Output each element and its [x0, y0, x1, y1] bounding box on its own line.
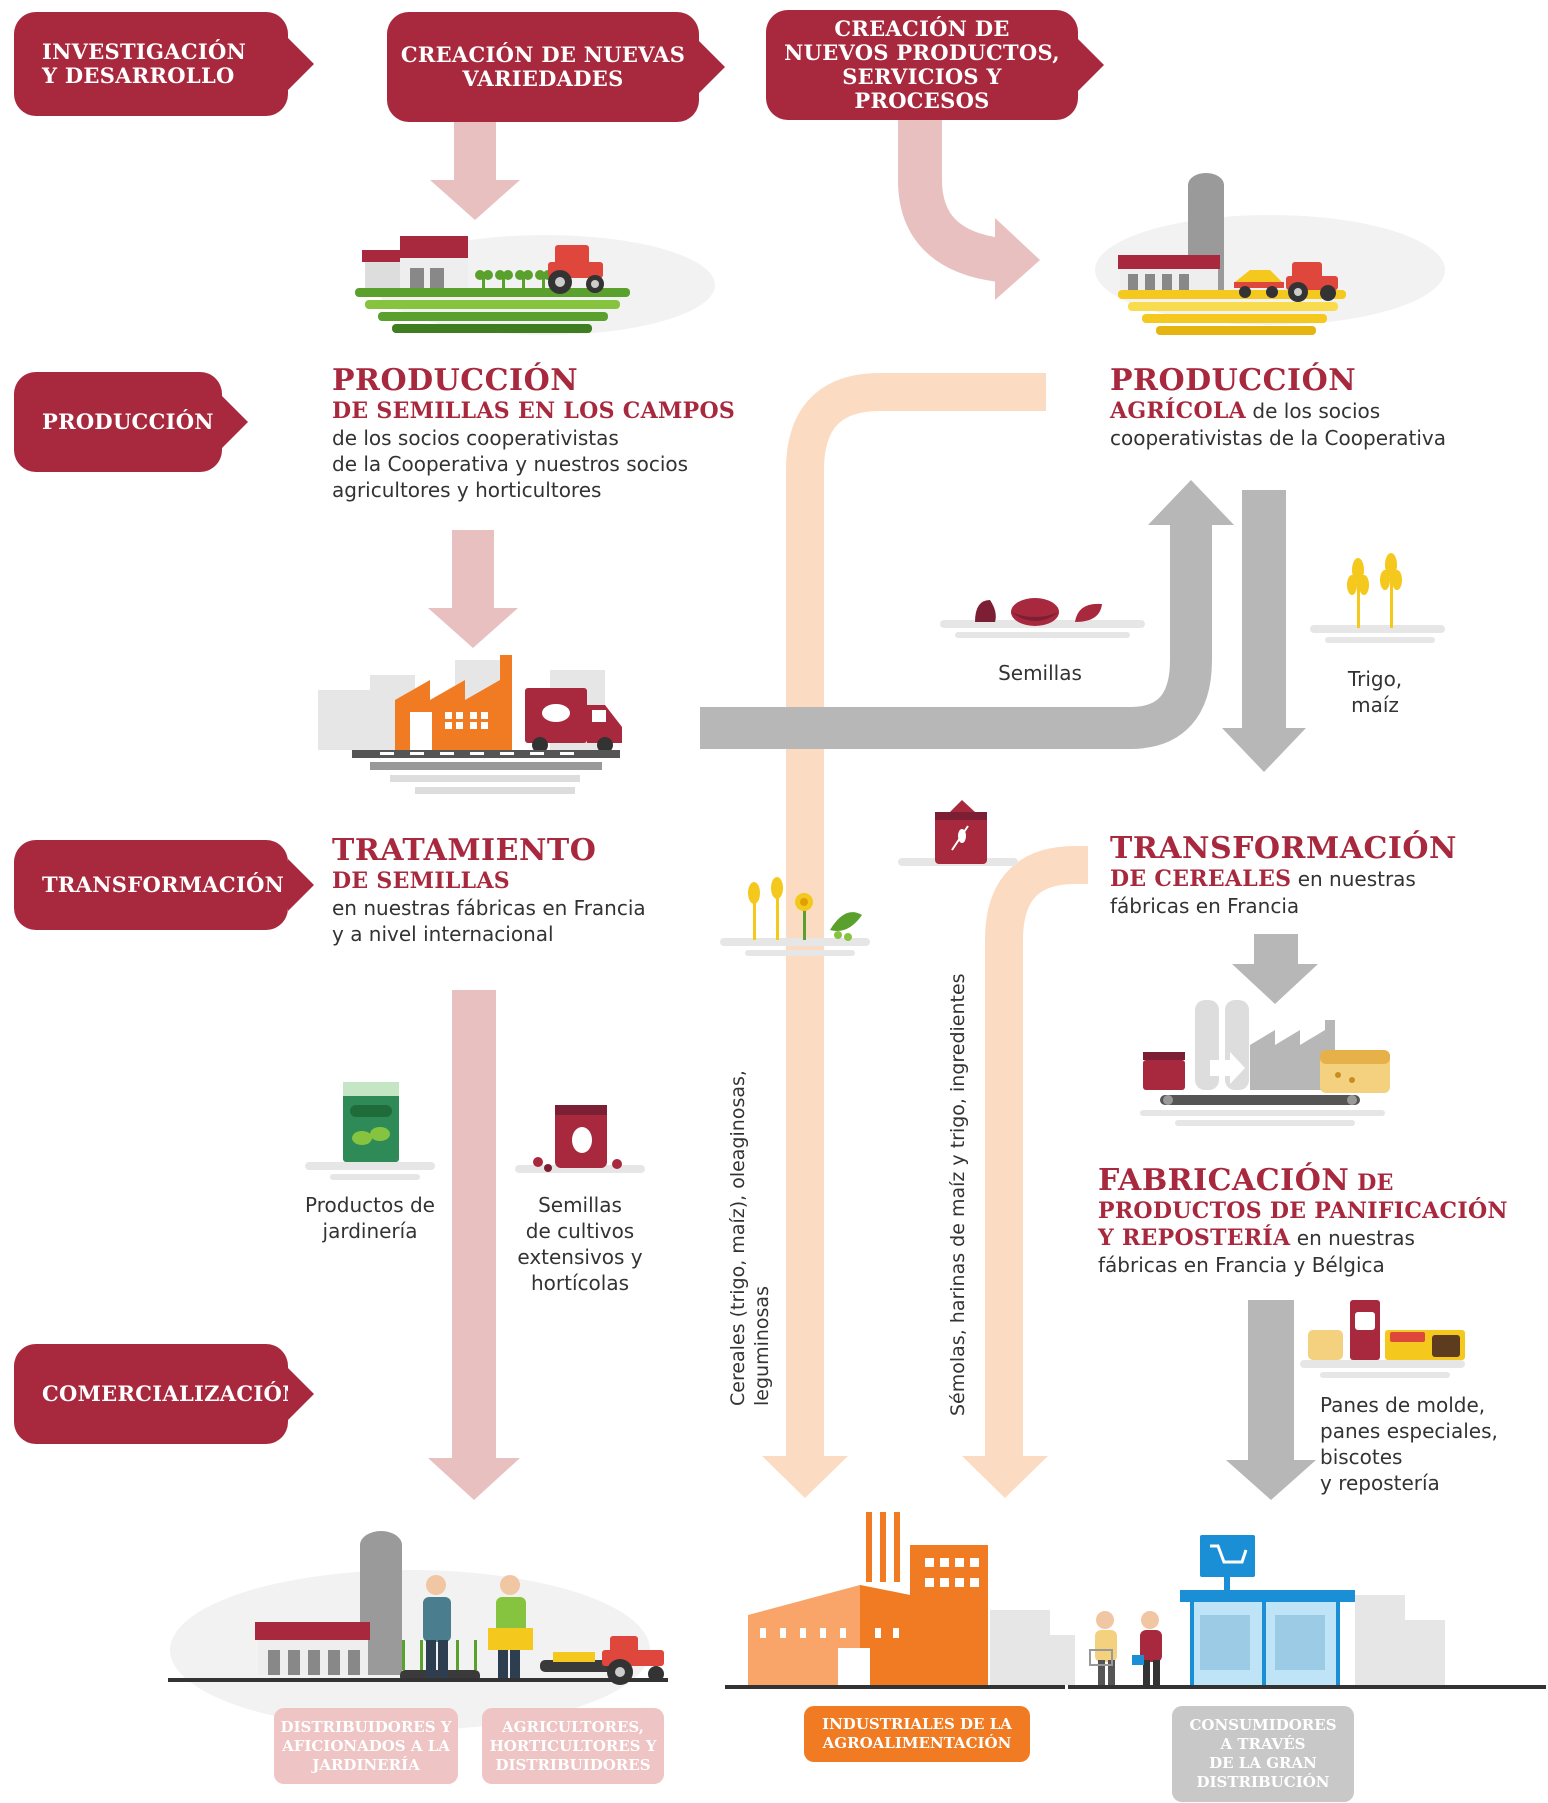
stage-commercialization: COMERCIALIZACIÓN: [14, 1344, 314, 1444]
stage-new-varieties: CREACIÓN DE NUEVAS VARIEDADES: [387, 12, 725, 122]
pink-arrow-2: [428, 530, 518, 648]
stage-research: INVESTIGACIÓN Y DESARROLLO: [14, 12, 314, 116]
seed-factory-illustration: [318, 655, 622, 794]
seed-farm-illustration: [355, 235, 715, 335]
bakery-title-suffix: DE: [1349, 1170, 1394, 1196]
peach-flour-arrow: [985, 846, 1088, 1460]
gray-up-head: [1148, 480, 1234, 525]
agri-production-subtitle: AGRÍCOLA: [1110, 398, 1247, 424]
bakery-subtitle-2: Y REPOSTERÍA: [1098, 1225, 1291, 1251]
cereal-transformation-subtitle: DE CEREALES: [1110, 866, 1292, 892]
bakery-products-illustration: [1300, 1300, 1465, 1378]
cereal-factory-illustration: [1140, 1000, 1390, 1126]
garden-distributors-box: DISTRIBUIDORES Y AFICIONADOS A LA JARDIN…: [274, 1708, 458, 1784]
seed-production-subtitle: DE SEMILLAS EN LOS CAMPOS: [332, 398, 736, 424]
seeds-label: Semillas: [998, 661, 1082, 685]
crop-seeds-label: Semillas de cultivos extensivos y hortíc…: [517, 1193, 643, 1295]
agri-farm-illustration: [1095, 173, 1445, 335]
gray-down-arrow-2: [1232, 934, 1318, 1004]
distributors-scene-illustration: [168, 1531, 668, 1730]
seed-treatment-title: TRATAMIENTO: [332, 833, 597, 868]
cereal-transformation-desc-inline: en nuestras: [1291, 867, 1416, 891]
agri-production-desc: cooperativistas de la Cooperativa: [1110, 426, 1446, 450]
breads-label: Panes de molde, panes especiales, biscot…: [1320, 1393, 1498, 1495]
gray-seed-return-arrow: [700, 520, 1212, 749]
wheat-illustration: [1310, 553, 1445, 643]
pink-arrow-3: [428, 990, 520, 1500]
seed-treatment-block: TRATAMIENTO DE SEMILLAS en nuestras fábr…: [332, 834, 752, 947]
peach-cereal-head: [762, 1456, 848, 1498]
seed-treatment-desc: en nuestras fábricas en Francia y a nive…: [332, 896, 646, 946]
food-industry-illustration: [725, 1512, 1075, 1689]
bakery-subtitle-1: PRODUCTOS DE PANIFICACIÓN: [1098, 1198, 1508, 1224]
seed-production-title: PRODUCCIÓN: [332, 363, 579, 398]
pink-curve-arrow: [898, 120, 1004, 282]
pink-arrow-1: [430, 122, 520, 220]
stage-transformation: TRANSFORMACIÓN: [14, 840, 314, 930]
bakery-desc: fábricas en Francia y Bélgica: [1098, 1253, 1385, 1277]
flour-sack-illustration: [898, 800, 1018, 866]
pink-curve-head: [995, 218, 1040, 300]
agri-production-block: PRODUCCIÓN AGRÍCOLA de los socios cooper…: [1110, 364, 1530, 451]
cereals-vertical-label: Cereales (trigo, maíz), oleaginosas, leg…: [727, 1070, 773, 1406]
seeds-illustration: [940, 598, 1145, 638]
bakery-title: FABRICACIÓN: [1098, 1163, 1350, 1198]
gray-down-arrow-3: [1226, 1300, 1316, 1500]
gray-down-arrow-1: [1222, 490, 1306, 772]
seed-production-desc: de los socios cooperativistas de la Coop…: [332, 426, 689, 502]
bakery-desc-inline: en nuestras: [1290, 1226, 1415, 1250]
cereal-transformation-desc: fábricas en Francia: [1110, 894, 1300, 918]
flours-vertical-label: Sémolas, harinas de maíz y trigo, ingred…: [947, 973, 969, 1416]
crops-illustration: [720, 877, 870, 956]
cereal-transformation-title: TRANSFORMACIÓN: [1110, 831, 1457, 866]
seed-treatment-subtitle: DE SEMILLAS: [332, 868, 511, 894]
stage-new-products: CREACIÓN DE NUEVOS PRODUCTOS, SERVICIOS …: [766, 10, 1104, 120]
seed-sack-illustration: [515, 1105, 645, 1173]
garden-products-label: Productos de jardinería: [305, 1193, 435, 1243]
cereal-transformation-block: TRANSFORMACIÓN DE CEREALES en nuestras f…: [1110, 832, 1530, 919]
farmers-box: AGRICULTORES, HORTICULTORES Y DISTRIBUID…: [482, 1708, 664, 1784]
peach-flour-head: [962, 1456, 1048, 1498]
seed-production-block: PRODUCCIÓN DE SEMILLAS EN LOS CAMPOS de …: [332, 364, 772, 503]
supermarket-illustration: [1068, 1535, 1546, 1689]
wheat-corn-label: Trigo, maíz: [1347, 667, 1403, 717]
food-industry-box: INDUSTRIALES DE LA AGROALIMENTACIÓN: [804, 1706, 1030, 1762]
garden-products-illustration: [305, 1082, 435, 1180]
agri-production-title: PRODUCCIÓN: [1110, 363, 1357, 398]
peach-cereal-arrow: [786, 373, 1046, 1460]
consumers-box: CONSUMIDORES A TRAVÉS DE LA GRAN DISTRIB…: [1172, 1706, 1354, 1802]
stage-production: PRODUCCIÓN: [14, 372, 248, 472]
bakery-block: FABRICACIÓN DE PRODUCTOS DE PANIFICACIÓN…: [1098, 1164, 1544, 1278]
agri-production-desc-inline: de los socios: [1246, 399, 1381, 423]
